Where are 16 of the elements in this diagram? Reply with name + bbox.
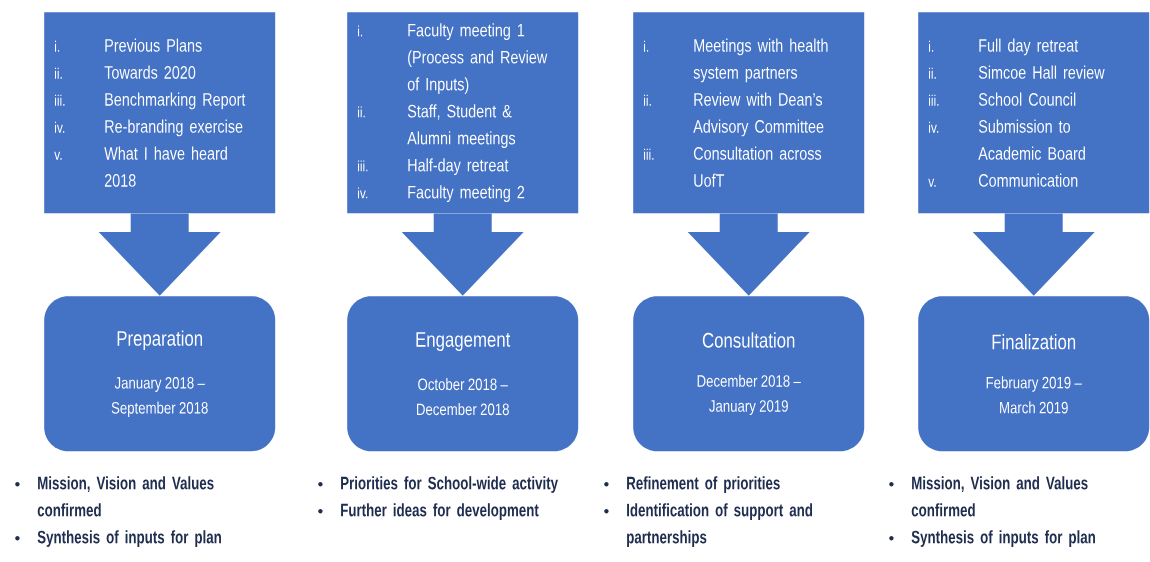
bullet-text: Priorities for School-wide activity [341, 476, 558, 493]
bullet-text: Identification of support and partnerships [627, 503, 813, 547]
bullet-text: Synthesis of inputs for plan [911, 530, 1095, 547]
callout-box: i. Faculty meeting 1 (Process and Review of Inputs) ii. Staff, Student & Alumni meetings iii. Half-day retreat iv. Faculty meeting 2 [347, 12, 579, 214]
bullet-text: Refinement of priorities [627, 476, 780, 493]
bullet-text: Mission, Vision and Values confirmed [911, 476, 1088, 517]
phase-box: Finalization February 2019 – March 2019 [918, 296, 1150, 452]
phase-box: Consultation December 2018 – January 2019 [633, 296, 865, 452]
phase-box: Preparation January 2018 – September 2018 [44, 296, 276, 452]
callout-box: i. Previous Plans ii. Towards 2020 iii. Benchmarking Report iv. Re-branding exercise v. What I have heard 2018 [44, 12, 276, 214]
bullet-text: Synthesis of inputs for plan [37, 530, 221, 547]
bullet-text: Further ideas for development [341, 503, 539, 520]
bullet-text: Mission, Vision and Values confirmed [37, 476, 214, 517]
callout-box: i. Full day retreat ii. Simcoe Hall review iii. School Council iv. Submission to Academic Board v. Communication [918, 12, 1150, 214]
callout-box: i. Meetings with health system partners ii. Review with Dean’s Advisory Committee iii. Consultation across UofT [633, 12, 865, 214]
phase-box: Engagement October 2018 – December 2018 [347, 296, 579, 452]
